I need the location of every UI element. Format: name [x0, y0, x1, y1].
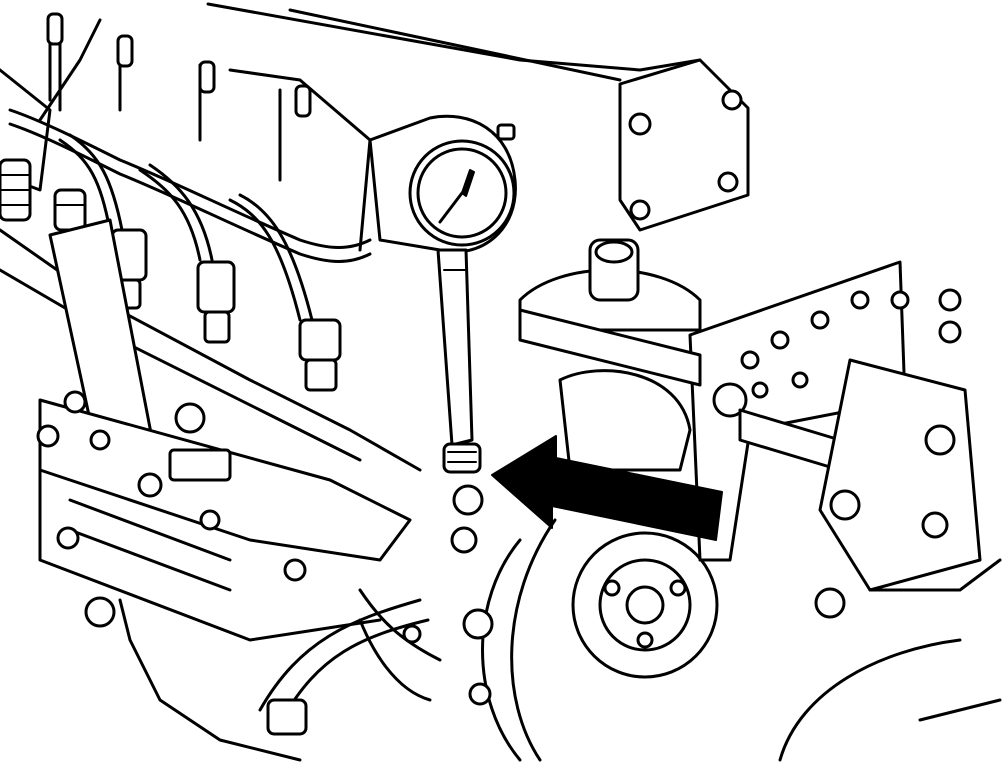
injector-1 — [0, 158, 32, 222]
pump-bolts — [36, 390, 307, 628]
thermostat-housing — [518, 238, 702, 332]
lower-hoses — [258, 588, 494, 736]
fuel-injectors — [0, 158, 342, 392]
alternator-bracket — [688, 260, 962, 562]
front-cover-plate — [618, 58, 750, 232]
adjusting-rod — [518, 308, 842, 472]
stud-posts — [46, 12, 312, 118]
water-pump-pulley — [481, 369, 719, 762]
injector-fuel-lines — [8, 108, 372, 322]
alternator-body — [778, 358, 1002, 762]
engine-top-cover — [0, 2, 702, 252]
arrow-left-icon — [491, 435, 723, 541]
injector-2 — [53, 188, 87, 232]
gauge-hose — [436, 248, 484, 554]
pressure-gauge — [368, 114, 517, 254]
injector-5 — [298, 318, 342, 392]
injection-pump-body — [38, 398, 412, 762]
injector-4 — [196, 260, 236, 344]
